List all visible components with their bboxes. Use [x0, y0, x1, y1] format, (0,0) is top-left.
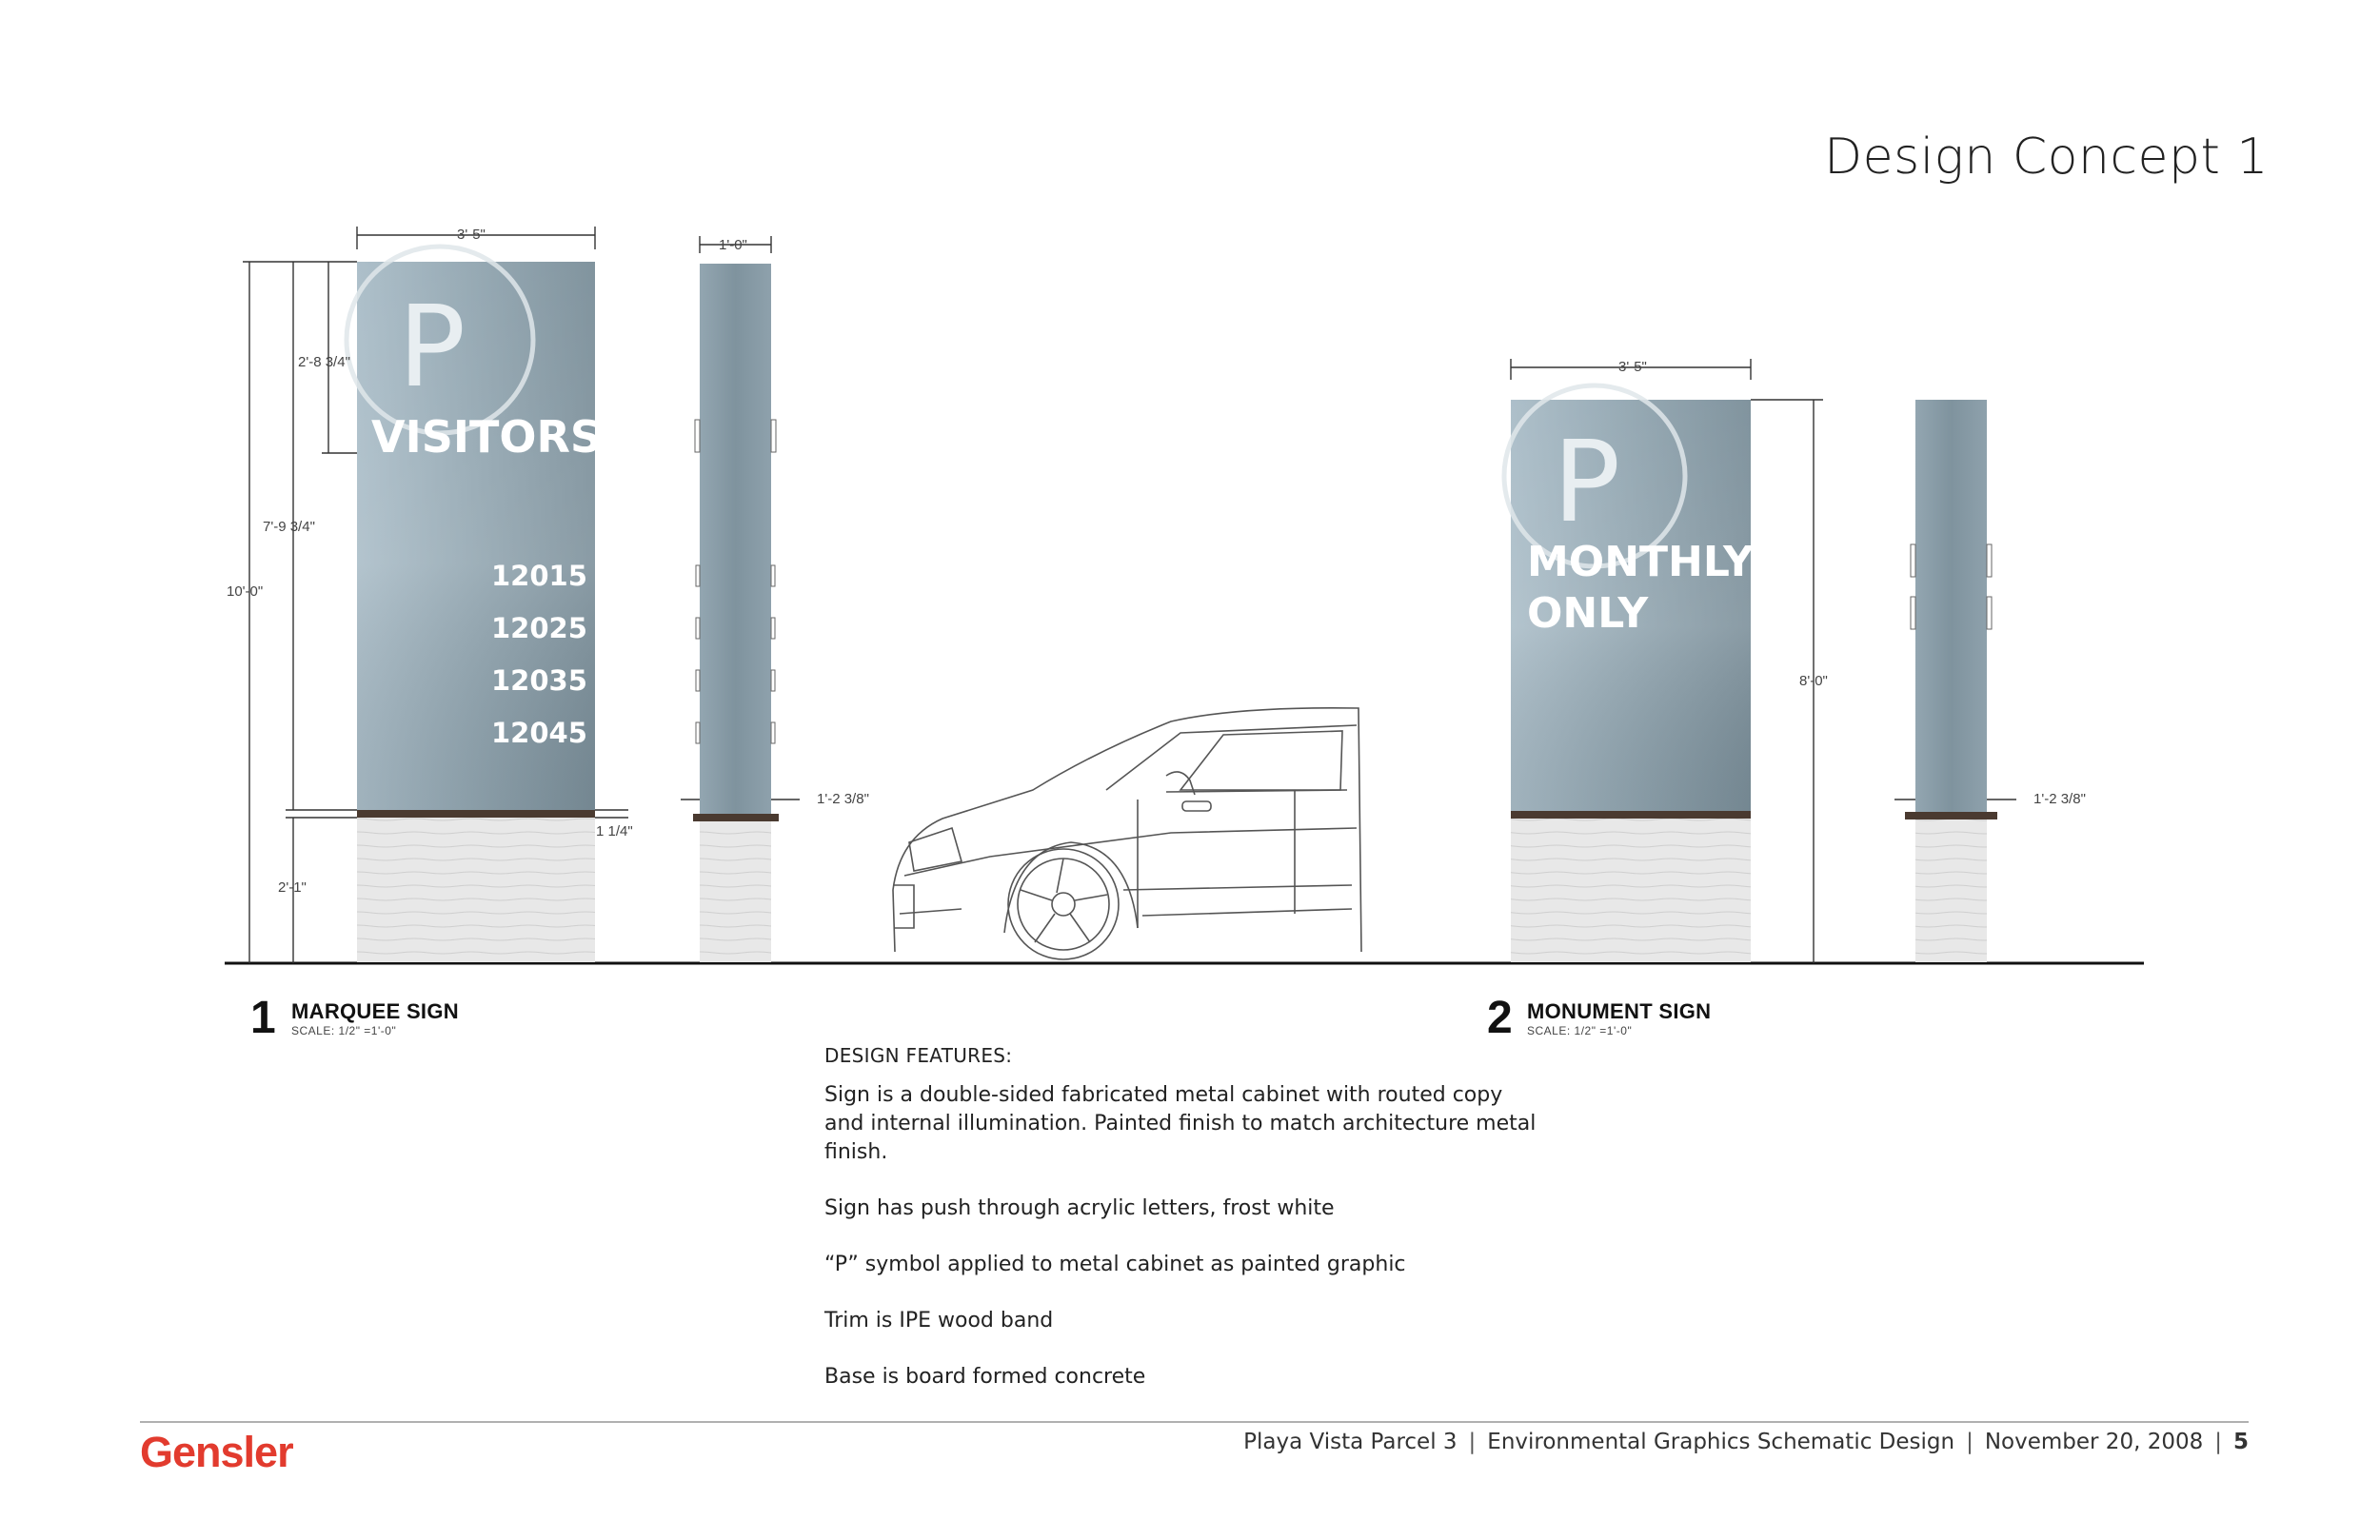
- feature-item: Trim is IPE wood band: [824, 1309, 1054, 1333]
- address-number: 12045: [491, 717, 587, 749]
- marquee-base: [357, 818, 595, 962]
- monument-sign-side: [1905, 400, 1997, 962]
- sign2-title: MONUMENT SIGN: [1527, 999, 1712, 1023]
- address-number: 12035: [491, 664, 587, 697]
- marquee-trim: [357, 810, 595, 818]
- dim-sign1-header-height: 2'-8 3/4": [298, 354, 350, 370]
- feature-item: Sign is a double-sided fabricated metal …: [824, 1083, 1537, 1164]
- sign1-scale: SCALE: 1/2" =1'-0": [291, 1024, 397, 1037]
- monument-sign-front: [1501, 383, 1751, 962]
- monument-base: [1511, 819, 1751, 962]
- feature-item: Sign has push through acrylic letters, f…: [824, 1196, 1335, 1220]
- dim-sign2-side-offset: 1'-2 3/8": [2033, 791, 2086, 807]
- p-symbol-2: P: [1553, 416, 1621, 547]
- dim-sign2-height: 8'-0": [1799, 673, 1828, 689]
- features-heading: DESIGN FEATURES:: [824, 1044, 1013, 1067]
- p-symbol: P: [398, 281, 466, 412]
- marquee-sign-front: [344, 244, 595, 962]
- footer-date: November 20, 2008: [1984, 1430, 2204, 1454]
- visitors-headline: VISITORS: [371, 411, 602, 463]
- dim-sign1-side-offset: 1'-2 3/8": [817, 791, 869, 807]
- dim-sign1-cabinet-height: 7'-9 3/4": [263, 519, 315, 535]
- footer-info: Playa Vista Parcel 3|Environmental Graph…: [1243, 1430, 2249, 1454]
- address-number: 12025: [491, 612, 587, 644]
- address-number: 12015: [491, 560, 587, 592]
- dimension-lines: [243, 227, 2016, 963]
- footer-document: Environmental Graphics Schematic Design: [1487, 1430, 1955, 1454]
- monthly-headline: MONTHLY: [1527, 538, 1754, 586]
- page-title: Design Concept 1: [1824, 128, 2269, 186]
- feature-item: Base is board formed concrete: [824, 1365, 1146, 1389]
- dim-sign1-side-width: 1'-0": [719, 237, 747, 253]
- sign1-number: 1: [250, 993, 276, 1043]
- footer-project: Playa Vista Parcel 3: [1243, 1430, 1458, 1454]
- p-symbol-circle: [344, 244, 536, 436]
- sign1-title: MARQUEE SIGN: [291, 999, 459, 1023]
- marquee-sign-side: [693, 264, 779, 962]
- dim-sign1-trim: 1 1/4": [596, 823, 633, 839]
- p-symbol-circle-2: [1501, 383, 1688, 569]
- only-headline: ONLY: [1527, 589, 1649, 638]
- feature-item: “P” symbol applied to metal cabinet as p…: [824, 1253, 1406, 1276]
- dim-sign1-width: 3'-5": [457, 227, 486, 243]
- design-features: DESIGN FEATURES: Sign is a double-sided …: [824, 1041, 1548, 1419]
- sign2-number: 2: [1487, 993, 1513, 1043]
- car-illustration: [892, 706, 1362, 960]
- dim-sign2-width: 3'-5": [1618, 359, 1647, 375]
- dim-sign1-base-height: 2'-1": [278, 879, 307, 896]
- sign2-scale: SCALE: 1/2" =1'-0": [1527, 1024, 1633, 1037]
- gensler-logo: Gensler: [140, 1428, 294, 1476]
- page-number: 5: [2232, 1430, 2249, 1454]
- footer-divider: [140, 1421, 2249, 1423]
- monument-trim: [1511, 811, 1751, 819]
- dim-sign1-total-height: 10'-0": [227, 583, 264, 600]
